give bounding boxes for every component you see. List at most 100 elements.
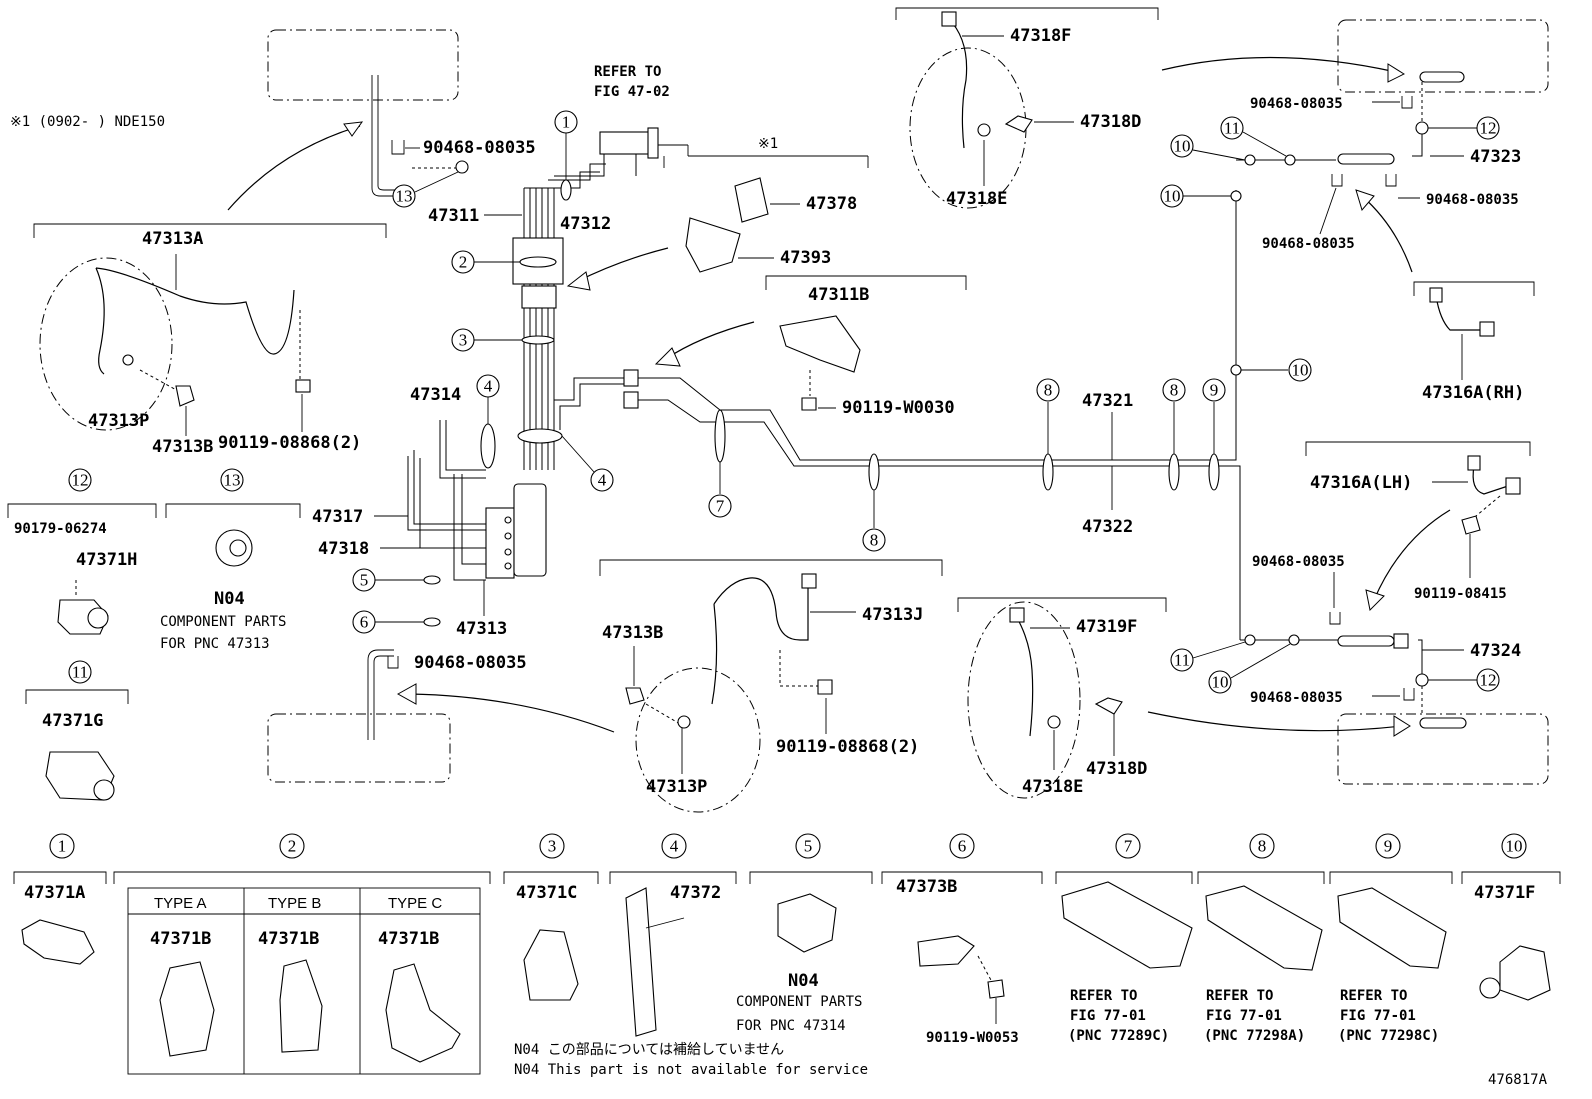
part-47318D-a: 47318D [1080, 112, 1141, 132]
svg-text:3: 3 [459, 331, 468, 350]
bracket-47393 [685, 217, 741, 273]
svg-text:7: 7 [716, 497, 725, 516]
part-47323: 47323 [1470, 147, 1521, 167]
hose-outline [39, 257, 173, 431]
part-47393: 47393 [780, 248, 831, 268]
rear-caliper-outline [267, 713, 451, 783]
svg-text:10: 10 [1174, 137, 1191, 156]
legend-7-l2: FIG 77-01 [1070, 1008, 1146, 1024]
legend-callout-9 [1375, 833, 1401, 859]
legend-callout-7 [1115, 833, 1141, 859]
legend-callout-4 [661, 833, 687, 859]
legend-part-47373B: 47373B [896, 877, 957, 897]
legend-8-l1: REFER TO [1206, 988, 1273, 1004]
svg-text:6: 6 [360, 613, 369, 632]
component-note-a1: COMPONENT PARTS [160, 614, 286, 630]
clip-icon [391, 140, 405, 155]
master-cylinder [599, 131, 651, 155]
type-b-part: 47371B [258, 929, 319, 949]
part-47318E-a: 47318E [946, 189, 1007, 209]
clip-47371A [21, 919, 95, 965]
flex-hose-47318F [947, 17, 968, 149]
legend-callout-3 [539, 833, 565, 859]
footer-note-en: N04 This part is not available for servi… [514, 1062, 868, 1078]
part-47314: 47314 [410, 385, 461, 405]
svg-text:10: 10 [1506, 837, 1523, 856]
legend-8-l2: FIG 77-01 [1206, 1008, 1282, 1024]
svg-text:12: 12 [1480, 671, 1497, 690]
callout-8c [1162, 378, 1186, 402]
part-47378: 47378 [806, 194, 857, 214]
svg-text:11: 11 [72, 663, 88, 682]
callout-8b [1036, 378, 1060, 402]
svg-text:7: 7 [1124, 837, 1133, 856]
flex-hose-47316A-RH [1435, 295, 1482, 331]
part-47318F: 47318F [1010, 26, 1071, 46]
type-table [127, 887, 481, 1075]
clip-47372 [625, 887, 657, 1037]
legend-callout-10 [1501, 833, 1527, 859]
component-note-a2: FOR PNC 47313 [160, 636, 270, 652]
part-N04-a: N04 [214, 589, 245, 609]
callout-11-legend [68, 660, 92, 684]
legend-9-l1: REFER TO [1340, 988, 1407, 1004]
callout-11-r1 [1220, 116, 1244, 140]
part-47318: 47318 [318, 539, 369, 559]
part-47313P-a: 47313P [88, 411, 149, 431]
flex-hose-47313J [713, 577, 809, 641]
type-a-header: TYPE A [154, 895, 207, 912]
part-47371H: 47371H [76, 550, 137, 570]
type-a-part: 47371B [150, 929, 211, 949]
callout-10-r3 [1288, 358, 1312, 382]
grommet-N04-legend [777, 893, 837, 953]
part-47313P-b: 47313P [646, 777, 707, 797]
type-c-part: 47371B [378, 929, 439, 949]
svg-text:6: 6 [958, 837, 967, 856]
svg-text:12: 12 [72, 471, 89, 490]
brake-line-bundle [523, 149, 637, 470]
callout-12-r2 [1476, 668, 1500, 692]
front-caliper-outline [267, 29, 459, 101]
part-47318E-b: 47318E [1022, 777, 1083, 797]
svg-text:4: 4 [670, 837, 679, 856]
part-47313B-b: 47313B [602, 623, 663, 643]
svg-text:8: 8 [1170, 381, 1179, 400]
callout-11-r2 [1170, 648, 1194, 672]
legend-part-47372: 47372 [670, 883, 721, 903]
legend-part-N04: N04 [788, 971, 819, 991]
callout-10-r4 [1208, 670, 1232, 694]
legend-component-l2: FOR PNC 47314 [736, 1018, 846, 1034]
svg-text:10: 10 [1164, 187, 1181, 206]
part-47316A-RH: 47316A(RH) [1422, 383, 1524, 403]
svg-text:5: 5 [360, 571, 369, 590]
part-47321: 47321 [1082, 391, 1133, 411]
part-90119-W0030: 90119-W0030 [842, 398, 955, 418]
star-note: ※1 [758, 136, 778, 152]
svg-text:9: 9 [1384, 837, 1393, 856]
svg-text:1: 1 [562, 113, 571, 132]
junction-block [623, 369, 639, 387]
part-90119-08868-b: 90119-08868(2) [776, 737, 919, 757]
callout-13-legend [220, 468, 244, 492]
svg-text:10: 10 [1212, 673, 1229, 692]
flex-hose-47313A [95, 267, 295, 355]
part-47371G: 47371G [42, 711, 103, 731]
legend-8-l3: (PNC 77298A) [1204, 1028, 1305, 1044]
callout-4b [590, 468, 614, 492]
part-47313J: 47313J [862, 605, 923, 625]
clip-type-b [279, 959, 323, 1053]
svg-text:8: 8 [1044, 381, 1053, 400]
bushing-47378 [734, 177, 769, 223]
svg-text:1: 1 [58, 837, 67, 856]
part-47317: 47317 [312, 507, 363, 527]
legend-callout-8 [1249, 833, 1275, 859]
part-47313A: 47313A [142, 229, 203, 249]
legend-component-l1: COMPONENT PARTS [736, 994, 862, 1010]
part-47318D-b: 47318D [1086, 759, 1147, 779]
legend-callout-5 [795, 833, 821, 859]
clip-77289C [1061, 881, 1193, 969]
part-90468-r1: 90468-08035 [1250, 96, 1343, 112]
svg-text:11: 11 [1174, 651, 1190, 670]
callout-12-r1 [1476, 116, 1500, 140]
legend-callout-2 [279, 833, 305, 859]
